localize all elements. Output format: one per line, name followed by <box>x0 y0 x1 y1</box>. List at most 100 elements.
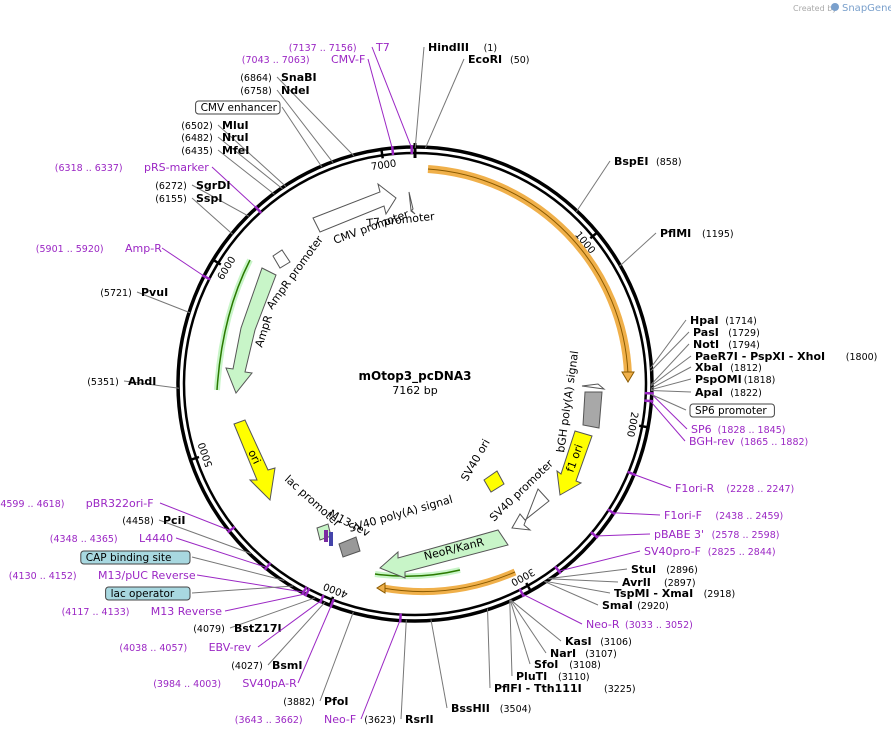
site-ecori[interactable]: EcoRI(50) <box>424 53 530 149</box>
site-snabi[interactable]: SnaBI(6864) <box>240 71 355 157</box>
site-bspei[interactable]: BspEI(858) <box>575 155 682 213</box>
site-neo-f[interactable]: Neo-F(3643 .. 3662) <box>235 613 402 726</box>
site-bstz17i[interactable]: BstZ17I(4079) <box>193 597 316 635</box>
site-hpai[interactable]: HpaI(1714) <box>650 314 757 369</box>
site-paer7i-pspxi-xhoi[interactable]: PaeR7I - PspXI - XhoI(1800) <box>650 350 877 387</box>
site-sspi[interactable]: SspI(6155) <box>155 192 233 235</box>
site-stui[interactable]: StuI(2896) <box>548 563 698 580</box>
site-rsrii[interactable]: RsrII (3623) <box>364 619 434 726</box>
site-f1ori-f[interactable]: F1ori-F(2438 .. 2459) <box>607 508 783 522</box>
site-sfoi[interactable]: SfoI(3108) <box>509 599 601 671</box>
enzyme-position: (6272) <box>155 181 187 192</box>
site-m13-puc-reverse[interactable]: M13/pUC Reverse(4130 .. 4152) <box>9 569 308 596</box>
site-cap-binding-site[interactable]: CAP binding site <box>80 550 285 581</box>
site-amp-r[interactable]: Amp-R(5901 .. 5920) <box>36 242 211 281</box>
site-mlui[interactable]: MluI(6502) <box>181 119 287 187</box>
site-avrii[interactable]: AvrII(2897) <box>548 576 696 589</box>
primer-mark <box>644 399 654 403</box>
site-pasi[interactable]: PasI(1729) <box>650 326 760 372</box>
enzyme-position: (3106) <box>600 637 632 648</box>
site-cmv-f[interactable]: CMV-F(7043 .. 7063) <box>242 53 395 156</box>
site-sv40pro-f[interactable]: SV40pro-F(2825 .. 2844) <box>554 545 776 575</box>
site-sv40pa-r[interactable]: SV40pA-R(3984 .. 4003) <box>153 598 335 690</box>
site-pbr322ori-f[interactable]: pBR322ori-F(4599 .. 4618) <box>0 497 236 534</box>
site-noti[interactable]: NotI (1794) <box>650 338 760 386</box>
site-t7[interactable]: T7(7137 .. 7156) <box>289 41 414 155</box>
site-bgh-rev[interactable]: BGH-rev(1865 .. 1882) <box>644 399 808 448</box>
enzyme-name: EcoRI <box>468 53 502 66</box>
site-neo-r[interactable]: Neo-R(3033 .. 3052) <box>518 588 693 631</box>
primer-name: SV40pro-F <box>644 545 701 558</box>
site-pflfi-tth111i[interactable]: PflFI - Tth111I(3225) <box>487 608 636 695</box>
site-lac-operator[interactable]: lac operator <box>105 585 294 601</box>
site-sp6-promoter[interactable]: SP6 promoter <box>650 393 775 418</box>
enzyme-position: (1794) <box>728 340 760 351</box>
credit-text: Created by <box>793 4 837 13</box>
primer-range: (7043 .. 7063) <box>242 55 310 66</box>
site-pbabe-3-[interactable]: pBABE 3'(2578 .. 2598) <box>590 528 780 541</box>
site-pfoi[interactable]: PfoI(3882) <box>283 611 354 708</box>
site-m13-reverse[interactable]: M13 Reverse(4117 .. 4133) <box>62 587 311 618</box>
primer-range: (7137 .. 7156) <box>289 43 357 54</box>
orange-cds-arrowhead <box>621 371 635 383</box>
site-pspomi[interactable]: PspOMI(1818) <box>650 373 775 391</box>
site-pvui[interactable]: PvuI(5721) <box>100 286 191 314</box>
leader-line <box>548 578 619 583</box>
primer-name: SP6 <box>691 423 712 436</box>
enzyme-position: (3107) <box>585 649 617 660</box>
site-pflmi[interactable]: PflMI(1195) <box>619 227 734 267</box>
t7-promoter-arrow <box>408 191 416 215</box>
leader-line <box>191 556 285 581</box>
site-pluti[interactable]: PluTI (3110) <box>509 600 590 683</box>
f1-ori-arrow[interactable] <box>556 430 593 496</box>
tick-7000 <box>380 150 384 159</box>
enzyme-position: (3504) <box>500 704 532 715</box>
enzyme-position: (3110) <box>558 672 590 683</box>
site-l4440[interactable]: L4440(4348 .. 4365) <box>50 532 272 571</box>
site-bsmi[interactable]: BsmI(4027) <box>231 601 326 672</box>
enzyme-position: (3623) <box>364 715 396 726</box>
site-hindiii[interactable]: HindIII(1) <box>414 41 497 149</box>
ampr-arrow[interactable] <box>225 267 277 394</box>
site-smai[interactable]: SmaI(2920) <box>544 580 669 612</box>
primer-range: (2578 .. 2598) <box>712 530 780 541</box>
ori-arrow[interactable] <box>233 419 276 502</box>
orange-cds-arc[interactable] <box>427 165 632 375</box>
enzyme-name: PflMI <box>660 227 691 240</box>
site-xbai[interactable]: XbaI(1812) <box>650 361 762 389</box>
leader-line <box>196 574 304 593</box>
leader-line <box>360 619 401 720</box>
leader-line <box>400 619 407 720</box>
enzyme-name: PasI <box>693 326 719 339</box>
neor-kanr-arrow[interactable] <box>379 529 509 579</box>
enzyme-name: SfoI <box>534 658 558 671</box>
site-pcii[interactable]: PciI(4458) <box>122 514 251 554</box>
cmv-promoter-arrow[interactable] <box>312 182 397 233</box>
primer-mark <box>554 565 562 575</box>
site-nari[interactable]: NarI(3107) <box>509 599 617 660</box>
site-sp6[interactable]: SP6(1828 .. 1845) <box>644 391 786 436</box>
site-bsshii[interactable]: BssHII(3504) <box>430 619 532 715</box>
site-f1ori-r[interactable]: F1ori-R(2228 .. 2247) <box>627 470 795 495</box>
site-apai[interactable]: ApaI(1822) <box>650 386 762 399</box>
site-sgrdi[interactable]: SgrDI(6272) <box>155 179 250 217</box>
site-kasi[interactable]: KasI(3106) <box>510 599 632 648</box>
site-nrui[interactable]: NruI(6482) <box>181 131 283 190</box>
site-tspmi-xmai[interactable]: TspMI - XmaI(2918) <box>544 580 736 600</box>
site-mfei[interactable]: MfeI(6435) <box>181 144 275 195</box>
enzyme-name: NotI <box>693 338 719 351</box>
enzyme-name: PluTI <box>516 670 547 683</box>
tick-label: 7000 <box>370 158 397 172</box>
enzyme-name: NruI <box>222 131 249 144</box>
enzyme-name: BstZ17I <box>234 622 282 635</box>
leader-line <box>544 580 611 594</box>
site-ebv-rev[interactable]: EBV-rev(4038 .. 4057) <box>119 594 325 654</box>
site-prs-marker[interactable]: pRS-marker(6318 .. 6337) <box>55 161 263 214</box>
enzyme-name: HindIII <box>428 41 469 54</box>
enzyme-name: RsrII <box>405 713 434 726</box>
feature-box <box>80 550 191 565</box>
site-ahdi[interactable]: AhdI(5351) <box>87 375 180 389</box>
site-ndei[interactable]: NdeI(6758) <box>240 84 334 163</box>
site-cmv-enhancer[interactable]: CMV enhancer <box>195 100 323 168</box>
primer-range: (4038 .. 4057) <box>119 643 187 654</box>
